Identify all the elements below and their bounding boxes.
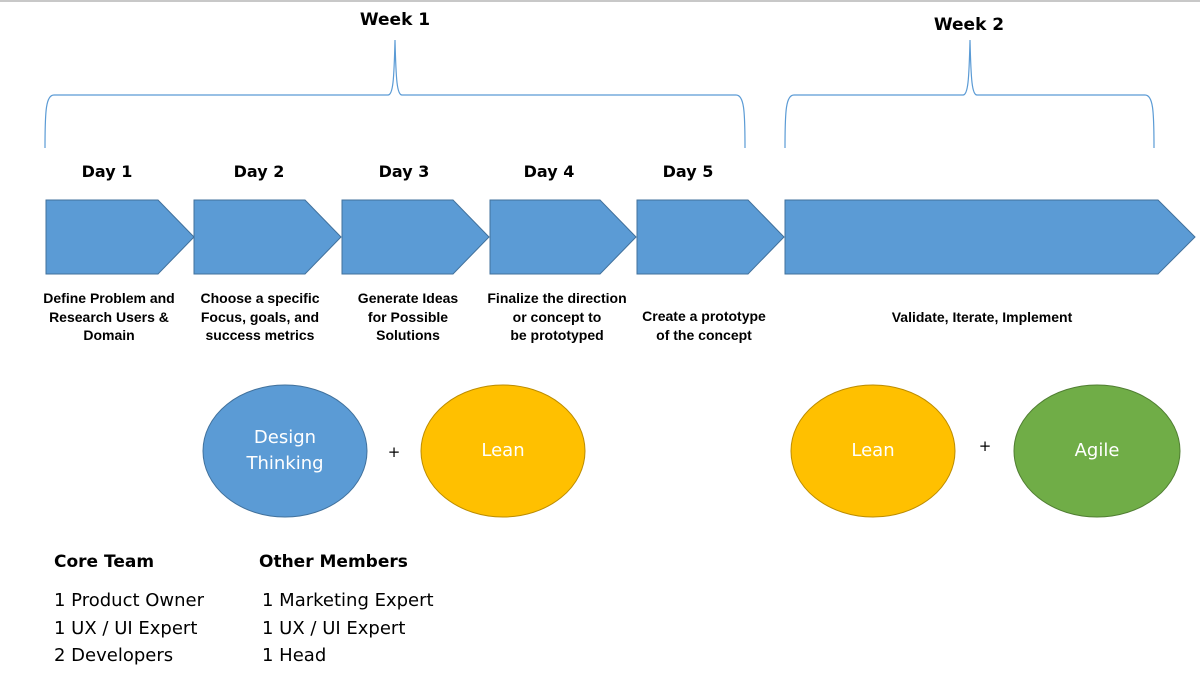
day-1-description: Define Problem and Research Users & Doma… [43, 290, 175, 343]
lean-ellipse-week2 [790, 384, 956, 518]
day-2-label: Day 2 [233, 162, 285, 181]
other-member: 1 UX / UI Expert [262, 617, 406, 639]
other-member: 1 Head [262, 645, 327, 666]
day-3-arrow [341, 199, 490, 275]
week-2-arrow [784, 199, 1196, 275]
agile-label: Agile [1074, 440, 1120, 461]
day-4-label: Day 4 [523, 162, 575, 181]
day-2-arrow [193, 199, 342, 275]
day-arrows [45, 199, 1196, 275]
plus-sign-week1: + [387, 443, 401, 461]
core-team-member: 1 UX / UI Expert [54, 617, 198, 639]
day-3-label: Day 3 [378, 162, 430, 181]
day-2-description: Choose a specific Focus, goals, and succ… [200, 290, 320, 343]
design-thinking-ellipse [202, 384, 368, 518]
other-members-title: Other Members [259, 552, 408, 572]
day-5-label: Day 5 [662, 162, 714, 181]
day-5-arrow [636, 199, 785, 275]
week-1-brace [44, 39, 746, 149]
day-4-description: Finalize the direction or concept to be … [487, 290, 627, 343]
lean-label-week1: Lean [481, 440, 525, 461]
lean-ellipse-week1 [420, 384, 586, 518]
other-member: 1 Marketing Expert [262, 590, 434, 611]
week-2-brace [784, 39, 1155, 149]
lean-label-week2: Lean [851, 440, 895, 461]
agile-ellipse [1013, 384, 1181, 518]
core-team-member: 2 Developers [54, 645, 174, 666]
day-5-description: Create a prototype of the concept [642, 308, 766, 343]
day-1-arrow [45, 199, 195, 275]
design-thinking-label: Design Thinking [246, 427, 324, 474]
day-3-description: Generate Ideas for Possible Solutions [357, 290, 459, 343]
day-1-label: Day 1 [81, 162, 133, 181]
core-team-member: 1 Product Owner [54, 590, 205, 611]
top-border [0, 0, 1200, 2]
core-team-list: 1 Product Owner 1 UX / UI Expert 2 Devel… [54, 587, 204, 670]
day-4-arrow [489, 199, 637, 275]
week-1-label: Week 1 [359, 10, 431, 30]
plus-sign-week2: + [978, 437, 992, 455]
week-2-description: Validate, Iterate, Implement [891, 309, 1073, 325]
core-team-title: Core Team [54, 552, 155, 572]
other-members-list: 1 Marketing Expert 1 UX / UI Expert 1 He… [262, 587, 434, 670]
week-2-label: Week 2 [933, 15, 1005, 35]
